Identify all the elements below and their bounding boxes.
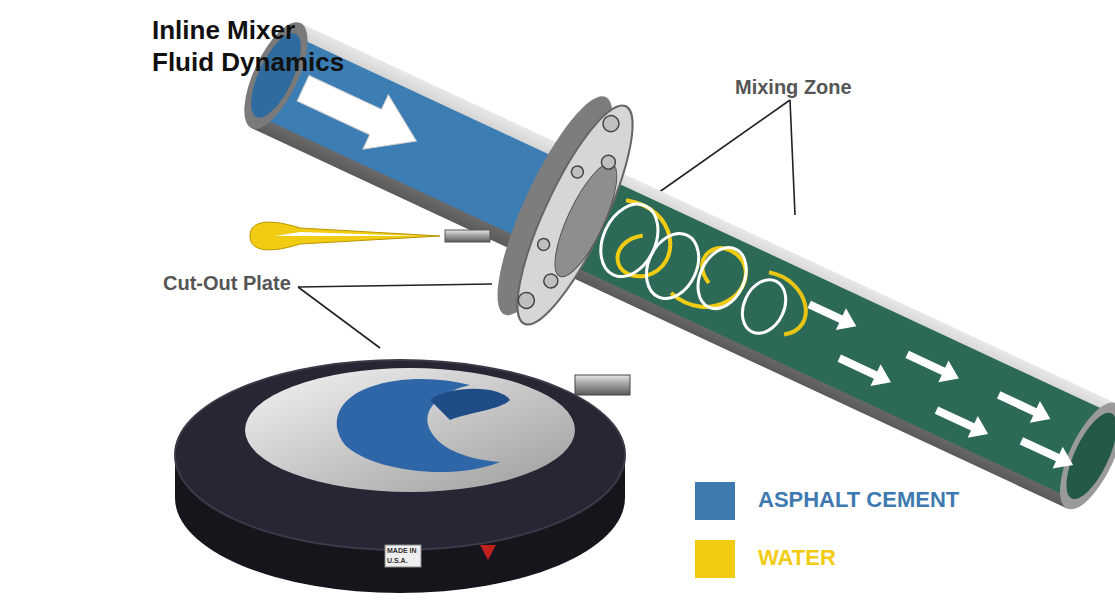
water-nipple — [445, 230, 490, 242]
legend-swatch — [695, 482, 735, 520]
water-arrow-highlight — [275, 232, 420, 236]
part-label: Mixing Zone — [735, 76, 895, 99]
legend-swatch — [695, 540, 735, 578]
legend-text: ASPHALT CEMENT — [758, 487, 1088, 513]
cut-out-plate — [175, 360, 630, 593]
part-label: U.S.A. — [387, 557, 427, 564]
diagram-title: Inline Mixer Fluid Dynamics — [152, 14, 347, 78]
water-arrow — [250, 222, 440, 250]
legend-text: WATER — [758, 545, 1088, 571]
part-label: MADE IN — [387, 547, 427, 554]
part-label: Cut-Out Plate — [163, 272, 323, 295]
